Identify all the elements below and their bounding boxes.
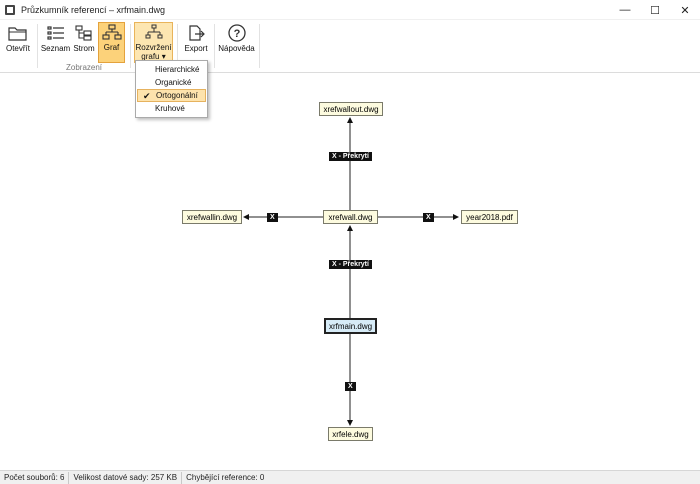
open-label: Otevřít	[5, 44, 30, 53]
group-label-view: Zobrazení	[66, 63, 103, 72]
layout-label-line2: grafu ▾	[141, 52, 166, 61]
export-label: Export	[184, 44, 208, 53]
status-bar: Počet souborů: 6 Velikost datové sady: 2…	[0, 470, 700, 484]
status-missing-references: Chybějící reference: 0	[186, 473, 265, 482]
edge-label-attach: X	[423, 213, 434, 222]
graph-layout-button[interactable]: Rozvržení grafu ▾	[134, 22, 173, 63]
ribbon-separator	[214, 24, 215, 68]
menu-item-organic[interactable]: Organické	[136, 76, 207, 89]
svg-text:?: ?	[233, 28, 240, 40]
list-icon	[46, 24, 66, 42]
help-button[interactable]: ? Nápověda	[218, 23, 255, 59]
menu-item-label: Kruhové	[155, 104, 185, 113]
ribbon-separator	[37, 24, 38, 68]
node-xrefwallout[interactable]: xrefwallout.dwg	[319, 102, 383, 116]
help-icon: ?	[227, 24, 247, 42]
layout-label-line1: Rozvržení	[135, 43, 172, 52]
menu-item-label: Hierarchické	[155, 65, 200, 74]
menu-item-hierarchical[interactable]: Hierarchické	[136, 63, 207, 76]
menu-item-label: Ortogonální	[156, 91, 198, 100]
close-button[interactable]: ✕	[680, 4, 690, 17]
help-label: Nápověda	[218, 44, 255, 53]
list-view-button[interactable]: Seznam	[41, 23, 70, 59]
window-title: Průzkumník referencí – xrfmain.dwg	[21, 4, 166, 15]
ribbon-separator	[130, 24, 131, 68]
edge-label-attach: X	[345, 382, 356, 391]
window-controls: — ☐ ✕	[610, 0, 700, 20]
edge-label-overlay: X - Překrytí	[329, 152, 372, 161]
ribbon-toolbar: Otevřít Seznam Strom Graf Zobrazení Rozv…	[0, 20, 700, 73]
folder-icon	[8, 24, 28, 42]
node-xrefwall[interactable]: xrefwall.dwg	[323, 210, 378, 224]
minimize-button[interactable]: —	[619, 4, 631, 16]
tree-icon	[74, 24, 94, 42]
node-year2018[interactable]: year2018.pdf	[461, 210, 518, 224]
open-button[interactable]: Otevřít	[3, 23, 33, 59]
layout-icon	[144, 23, 164, 41]
menu-item-orthogonal[interactable]: ✔ Ortogonální	[137, 89, 206, 102]
export-button[interactable]: Export	[181, 23, 211, 59]
edge-label-overlay: X - Překrytí	[329, 260, 372, 269]
list-label: Seznam	[40, 44, 71, 53]
graph-layout-menu: Hierarchické Organické ✔ Ortogonální Kru…	[135, 60, 208, 118]
app-icon	[5, 4, 15, 15]
status-file-count: Počet souborů: 6	[0, 471, 70, 484]
edge-label-attach: X	[267, 213, 278, 222]
menu-item-label: Organické	[155, 78, 192, 87]
menu-item-circular[interactable]: Kruhové	[136, 102, 207, 115]
maximize-button[interactable]: ☐	[650, 4, 660, 17]
ribbon-separator	[259, 24, 260, 68]
tree-label: Strom	[73, 44, 95, 53]
export-icon	[186, 24, 206, 42]
node-xrfele[interactable]: xrfele.dwg	[328, 427, 373, 441]
graph-edges	[243, 117, 459, 426]
node-xrefwallin[interactable]: xrefwallin.dwg	[182, 210, 242, 224]
graph-label: Graf	[103, 43, 120, 52]
node-xrfmain[interactable]: xrfmain.dwg	[324, 318, 377, 334]
title-bar: Průzkumník referencí – xrfmain.dwg — ☐ ✕	[0, 0, 700, 20]
tree-view-button[interactable]: Strom	[71, 23, 97, 59]
graph-icon	[101, 23, 122, 41]
graph-canvas[interactable]: xrefwallout.dwg xrefwall.dwg xrefwallin.…	[0, 74, 700, 470]
graph-view-button[interactable]: Graf	[98, 22, 125, 63]
status-dataset-size: Velikost datové sady: 257 KB	[69, 471, 183, 484]
checkmark-icon: ✔	[143, 91, 151, 101]
ribbon-separator	[177, 24, 178, 68]
